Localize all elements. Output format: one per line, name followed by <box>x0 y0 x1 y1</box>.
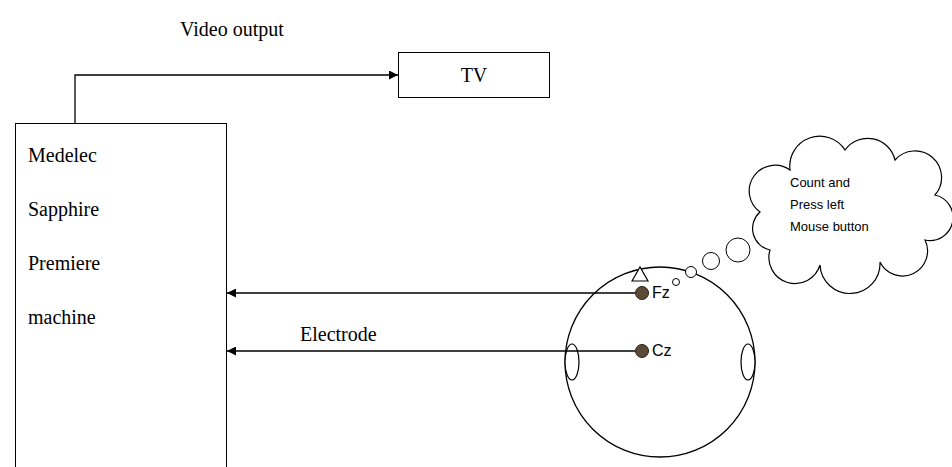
right-ear <box>741 344 755 380</box>
connector-arrow <box>227 350 635 351</box>
electrode-dot <box>635 344 649 358</box>
thought-bubble <box>703 253 720 270</box>
thought-text: Count and Press left Mouse button <box>790 172 878 238</box>
node-text: Cz <box>652 341 672 361</box>
electrode-dot <box>635 286 649 300</box>
head-outline <box>565 267 755 457</box>
electrode: Cz <box>635 341 672 361</box>
connector-arrow <box>75 75 398 123</box>
left-ear <box>565 344 579 380</box>
thought-bubble <box>726 238 750 262</box>
electrode: Fz <box>635 283 670 303</box>
tv-box: TV <box>398 52 550 98</box>
edge-label: Video output <box>178 17 286 41</box>
thought-bubble <box>686 267 697 278</box>
thought-bubble <box>673 279 680 286</box>
edge-label: Electrode <box>298 322 379 346</box>
node-text: Fz <box>652 283 670 303</box>
node-text: TV <box>461 63 488 87</box>
thought-cloud <box>749 136 952 293</box>
connector-arrow <box>227 292 635 293</box>
node-text: Medelec Sapphire Premiere machine <box>16 124 138 344</box>
machine-box: Medelec Sapphire Premiere machine <box>15 123 227 467</box>
nose-symbol <box>632 267 648 281</box>
node-text: Count and Press left Mouse button <box>790 172 878 238</box>
